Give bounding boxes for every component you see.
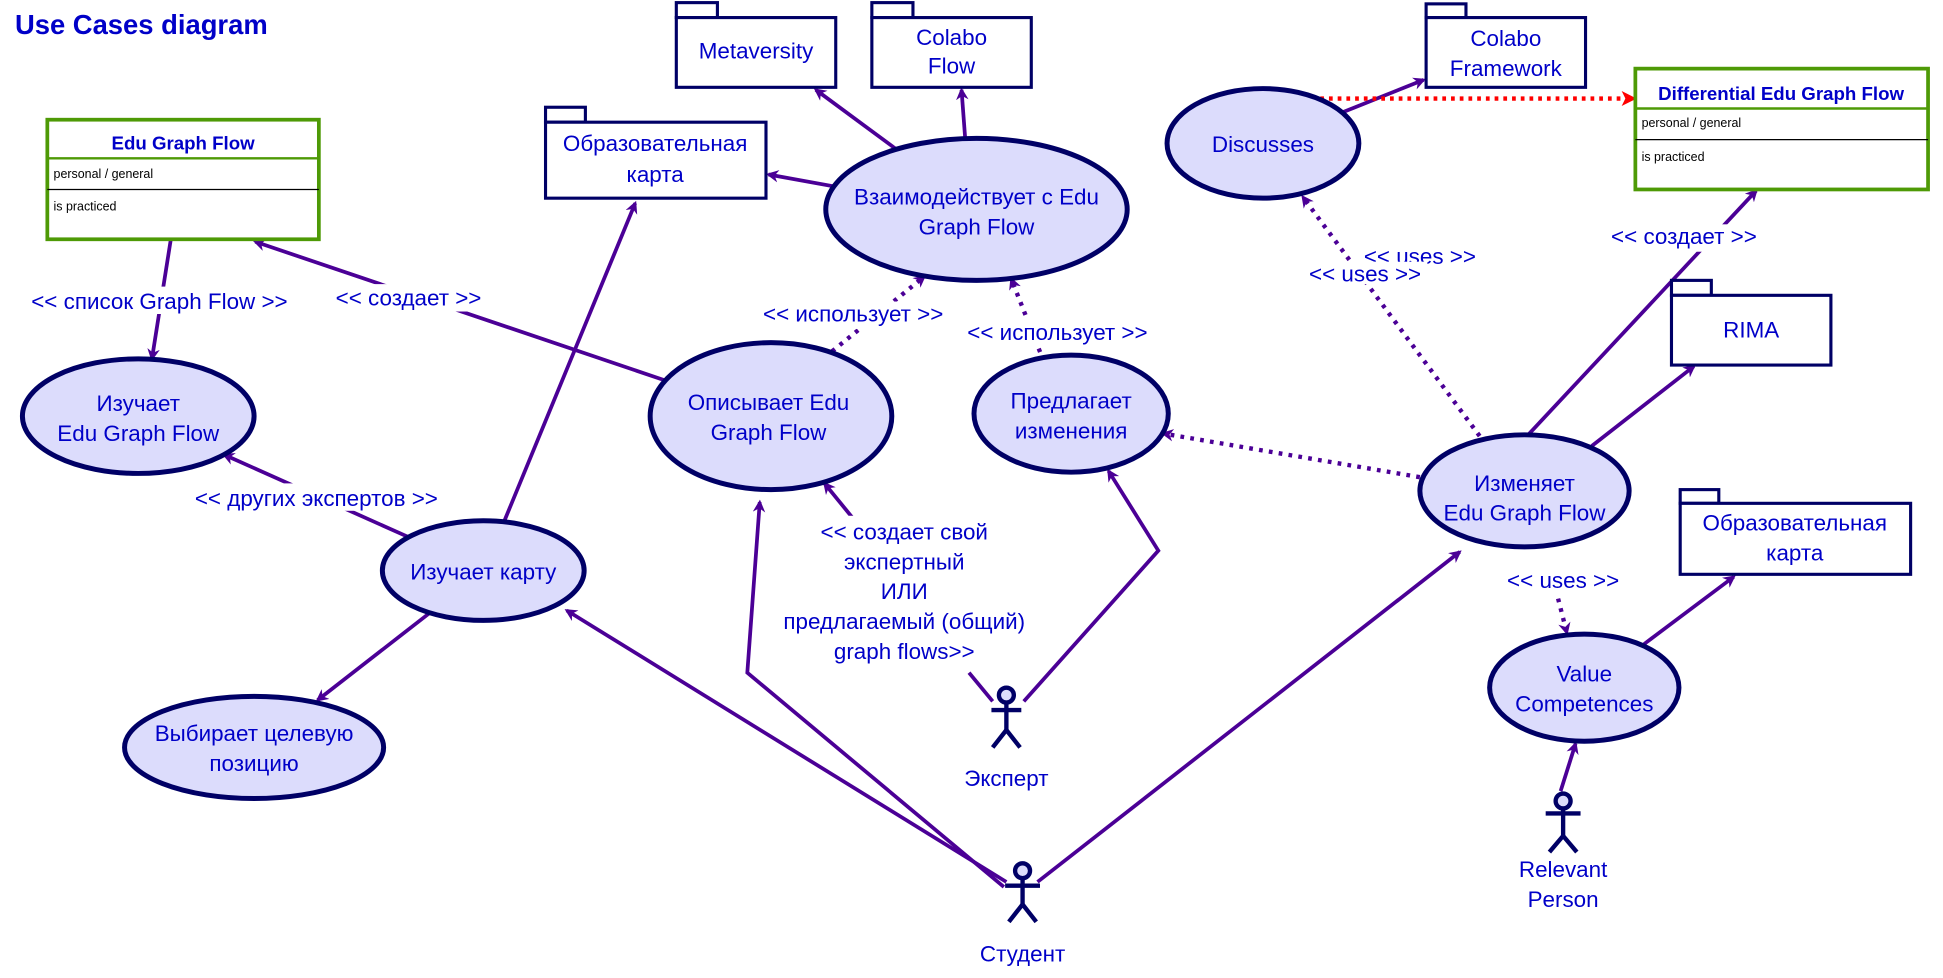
usecase-opisyvaet[interactable]: Описывает Edu Graph Flow: [647, 340, 895, 493]
edge-label-sozdaet-svoy: экспертный: [844, 549, 965, 574]
edge-kartu-to-vybiraet: [315, 611, 431, 702]
edge-izmenyaet-to-predlagaet: [1160, 429, 1421, 480]
usecase-label: Предлагает: [1011, 389, 1132, 414]
package-obr-karta-right[interactable]: Образовательная карта: [1678, 488, 1913, 576]
usecase-vzaimodeystvuet[interactable]: Взаимодействует с Edu Graph Flow: [823, 135, 1130, 283]
edge-discusses-to-colabo-framework: [1341, 77, 1426, 114]
actor-expert[interactable]: Эксперт: [964, 685, 1048, 791]
usecase-label: Edu Graph Flow: [1444, 501, 1607, 526]
edge-label-sozdaet-right: << создает >>: [1611, 224, 1757, 249]
usecase-izmenyaet[interactable]: Изменяет Edu Graph Flow: [1417, 432, 1632, 550]
usecase-label: Value: [1556, 661, 1612, 686]
edge-label-sozdaet-svoy: предлагаемый (общий): [783, 609, 1025, 634]
edge-labels: << список Graph Flow >> << создает >> <<…: [9, 224, 1774, 668]
edge-vz-to-obr-karta: [766, 170, 838, 189]
edge-expert-to-predlagaet: [1022, 468, 1161, 703]
usecase-label: позицию: [209, 751, 298, 776]
edge-label-sozdaet-svoy: graph flows>>: [834, 639, 975, 664]
usecase-label: Выбирает целевую: [155, 721, 354, 746]
actor-icon: [1545, 791, 1581, 854]
edge-izmenyaet-to-rima: [1590, 364, 1696, 448]
usecase-label: Competences: [1515, 691, 1653, 716]
package-colabo-flow[interactable]: Colabo Flow: [870, 1, 1033, 89]
package-label: Flow: [928, 54, 976, 79]
usecase-label: Изменяет: [1474, 471, 1575, 496]
actor-student[interactable]: Студент: [980, 861, 1065, 967]
edge-label-uses-2: << uses >>: [1309, 262, 1421, 287]
package-label: Colabo: [916, 25, 987, 50]
usecase-label: Edu Graph Flow: [57, 421, 220, 446]
class-title: Edu Graph Flow: [112, 133, 256, 154]
class-edu-graph-flow[interactable]: Edu Graph Flow personal / general is pra…: [45, 117, 321, 242]
actor-label: Person: [1528, 887, 1599, 912]
usecase-label: Graph Flow: [919, 214, 1036, 239]
edge-student-to-opisyvaet: [745, 499, 1006, 889]
package-label: Framework: [1450, 56, 1563, 81]
edges: [147, 77, 1758, 889]
edge-label-drugih: << других экспертов >>: [195, 486, 438, 511]
package-label: Образовательная: [1703, 511, 1887, 536]
usecase-izuchaet-egf[interactable]: Изучает Edu Graph Flow: [19, 356, 257, 476]
usecase-izuchaet-kartu[interactable]: Изучает карту: [379, 518, 587, 623]
package-label: карта: [627, 162, 685, 187]
edge-label-sozdaet-svoy: << создает свой: [821, 519, 988, 544]
edge-student-to-kartu: [564, 608, 1008, 884]
usecase-label: изменения: [1015, 419, 1128, 444]
class-differential-edu-graph-flow[interactable]: Differential Edu Graph Flow personal / g…: [1633, 66, 1930, 192]
edge-value-to-obr-karta: [1642, 575, 1736, 646]
actor-label: Relevant: [1519, 857, 1608, 882]
edge-label-ispolzuet-1: << использует >>: [763, 301, 943, 326]
package-label: Colabo: [1470, 26, 1541, 51]
class-attr: personal / general: [1642, 116, 1742, 130]
usecase-label: Graph Flow: [711, 420, 828, 445]
actor-relevant-person[interactable]: Relevant Person: [1519, 791, 1608, 912]
package-colabo-framework[interactable]: Colabo Framework: [1424, 2, 1588, 89]
class-title: Differential Edu Graph Flow: [1658, 83, 1904, 104]
usecase-label: Изучает: [97, 391, 180, 416]
edge-label-ispolzuet-2: << использует >>: [967, 320, 1147, 345]
edge-relevant-to-value: [1558, 741, 1579, 792]
edge-label-sozdaet-left: << создает >>: [336, 285, 482, 310]
actor-label: Студент: [980, 942, 1065, 967]
edge-expert-to-opisyvaet-b: [822, 481, 854, 519]
edge-izmenyaet-to-discusses: [1301, 194, 1482, 438]
edge-vz-to-colabo-flow: [956, 87, 969, 140]
class-attr: is practiced: [54, 200, 117, 214]
package-label: Metaversity: [699, 39, 814, 64]
package-label: RIMA: [1723, 318, 1779, 343]
package-label: Образовательная: [563, 131, 747, 156]
class-attr: is practiced: [1642, 150, 1705, 164]
package-metaversity[interactable]: Metaversity: [674, 1, 838, 89]
actor-icon: [990, 685, 1022, 749]
actor-label: Эксперт: [964, 766, 1048, 791]
edge-label-uses-3: << uses >>: [1507, 568, 1619, 593]
package-label: карта: [1766, 541, 1824, 566]
package-rima[interactable]: RIMA: [1669, 278, 1833, 367]
edge-expert-to-opisyvaet-a: [967, 671, 995, 703]
class-attr: personal / general: [54, 167, 154, 181]
edge-student-to-izmenyaet: [1036, 550, 1462, 884]
edge-vz-to-metaversity: [813, 88, 898, 152]
edge-label-spisok: << список Graph Flow >>: [31, 289, 287, 314]
usecase-vybiraet[interactable]: Выбирает целевую позицию: [122, 693, 387, 802]
edge-label-sozdaet-svoy: ИЛИ: [881, 579, 928, 604]
usecase-label: Взаимодействует с Edu: [854, 184, 1099, 209]
usecase-label: Изучает карту: [410, 559, 557, 584]
edge-kartu-to-obr-karta: [502, 200, 638, 522]
usecase-label: Описывает Edu: [688, 390, 850, 415]
actor-icon: [1005, 861, 1041, 924]
package-obr-karta-top[interactable]: Образовательная карта: [543, 105, 768, 200]
usecase-predlagaet[interactable]: Предлагает изменения: [971, 352, 1171, 475]
usecase-value-competences[interactable]: Value Competences: [1487, 631, 1682, 744]
usecase-discusses[interactable]: Discusses: [1164, 86, 1362, 201]
diagram-title: Use Cases diagram: [15, 9, 268, 40]
usecase-label: Discusses: [1212, 132, 1314, 157]
